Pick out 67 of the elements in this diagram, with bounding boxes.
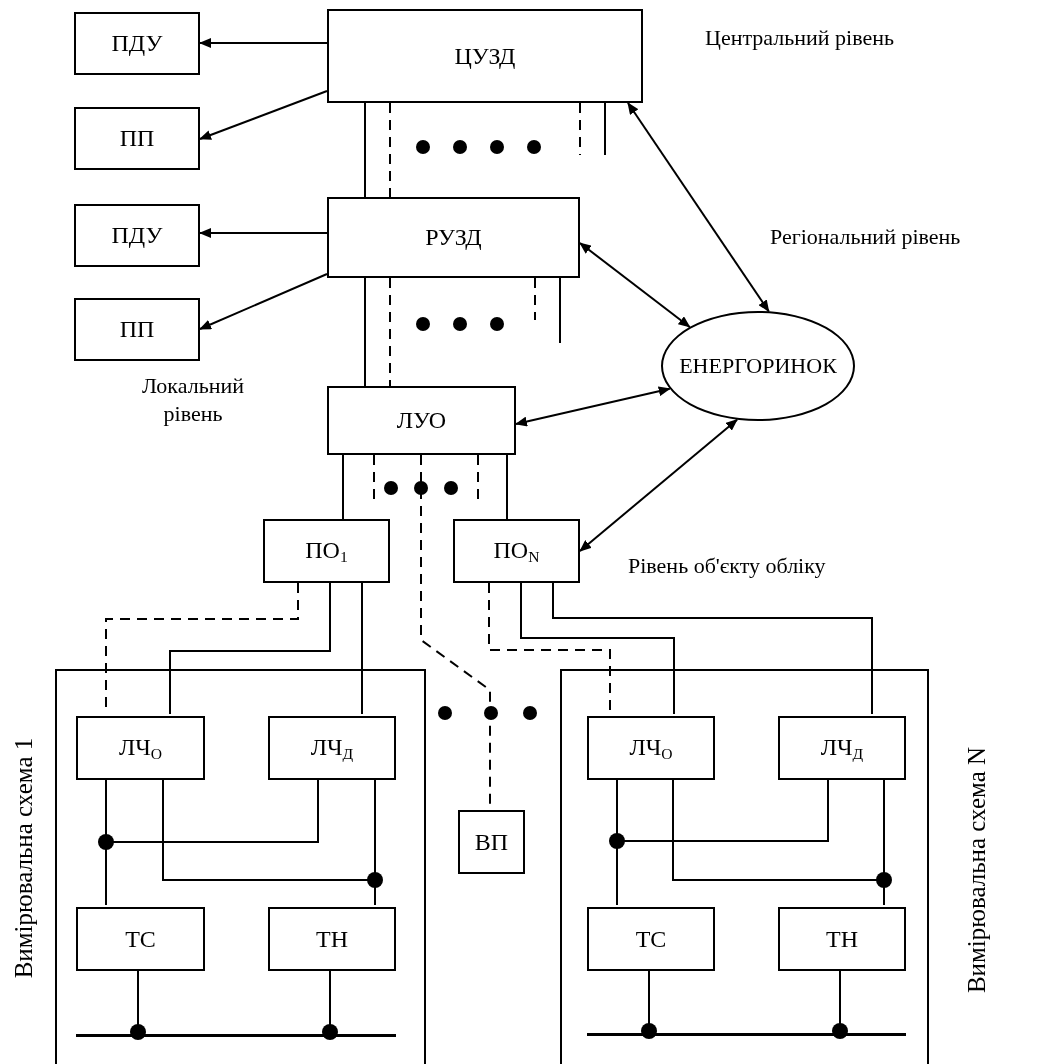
node-label: ПО$_{N}$: [493, 536, 540, 566]
node-label: ТС: [125, 925, 156, 953]
bus-bar: [587, 1033, 906, 1036]
scheme-title: Вимірювальна схема N: [963, 746, 991, 994]
node-label: ВП: [474, 828, 509, 856]
process-box: [458, 810, 525, 874]
process-box: [74, 12, 200, 75]
node-label: ПДУ: [111, 222, 163, 249]
node-label: РУЗД: [425, 224, 482, 251]
node-label: ПО$_{1}$: [305, 536, 348, 566]
node-label: ТН: [826, 925, 858, 953]
node-label: ЛЧ$_{О}$: [118, 733, 163, 763]
arrow: [627, 102, 770, 313]
level-label: Локальний рівень: [141, 372, 245, 427]
dashed-link: [389, 277, 391, 387]
process-box: [263, 519, 390, 583]
arrow: [515, 386, 671, 427]
process-box: [76, 907, 205, 971]
level-label: Рівень об'єкту обліку: [628, 553, 826, 579]
process-box: [268, 716, 396, 780]
process-box: [327, 386, 516, 455]
connector-line: [364, 277, 366, 387]
level-label: Центральний рівень: [705, 25, 895, 51]
node-label: ЦУЗД: [454, 42, 516, 70]
node-label: ПДУ: [111, 30, 163, 57]
dashed-link: [389, 102, 391, 198]
scheme-title: Вимірювальна схема 1: [10, 737, 38, 979]
process-box: [587, 716, 715, 780]
process-box: [74, 204, 200, 267]
arrow: [579, 418, 739, 552]
arrow: [199, 228, 328, 238]
process-box: [778, 907, 906, 971]
connector-line: [342, 454, 344, 520]
arrow: [199, 38, 328, 48]
node-label: ТН: [316, 925, 348, 953]
dashed-link: [534, 277, 536, 321]
arrow: [199, 90, 328, 140]
process-box: [327, 197, 580, 278]
process-box: [453, 519, 580, 583]
node-label: ЛЧ$_{О}$: [629, 733, 673, 763]
level-label: Регіональний рівень: [770, 224, 961, 250]
bus-bar: [76, 1034, 396, 1037]
node-label: ЛЧ$_{Д}$: [310, 733, 354, 763]
connector-line: [364, 102, 366, 198]
node-label: ПП: [119, 316, 155, 343]
node-label: ЕНЕРГОРИНОК: [679, 353, 837, 379]
connector-line: [552, 582, 873, 715]
node-label: ЛЧ$_{Д}$: [820, 733, 864, 763]
connector-line: [520, 582, 675, 715]
node-label: ТС: [635, 925, 667, 953]
connector-line: [506, 454, 508, 520]
arrow: [579, 242, 691, 328]
process-box: [327, 9, 643, 103]
process-box: [76, 716, 205, 780]
node-label: ПП: [119, 125, 155, 152]
process-box: [778, 716, 906, 780]
process-box: [587, 907, 715, 971]
dashed-link: [579, 102, 581, 156]
arrow: [199, 273, 328, 330]
connector-line: [604, 102, 606, 156]
connector-line: [559, 277, 561, 344]
process-box: [268, 907, 396, 971]
connector-line: [361, 582, 363, 715]
process-box: [74, 107, 200, 170]
node-label: ЛУО: [396, 407, 447, 434]
process-box: [74, 298, 200, 361]
connector-line: [169, 582, 331, 715]
